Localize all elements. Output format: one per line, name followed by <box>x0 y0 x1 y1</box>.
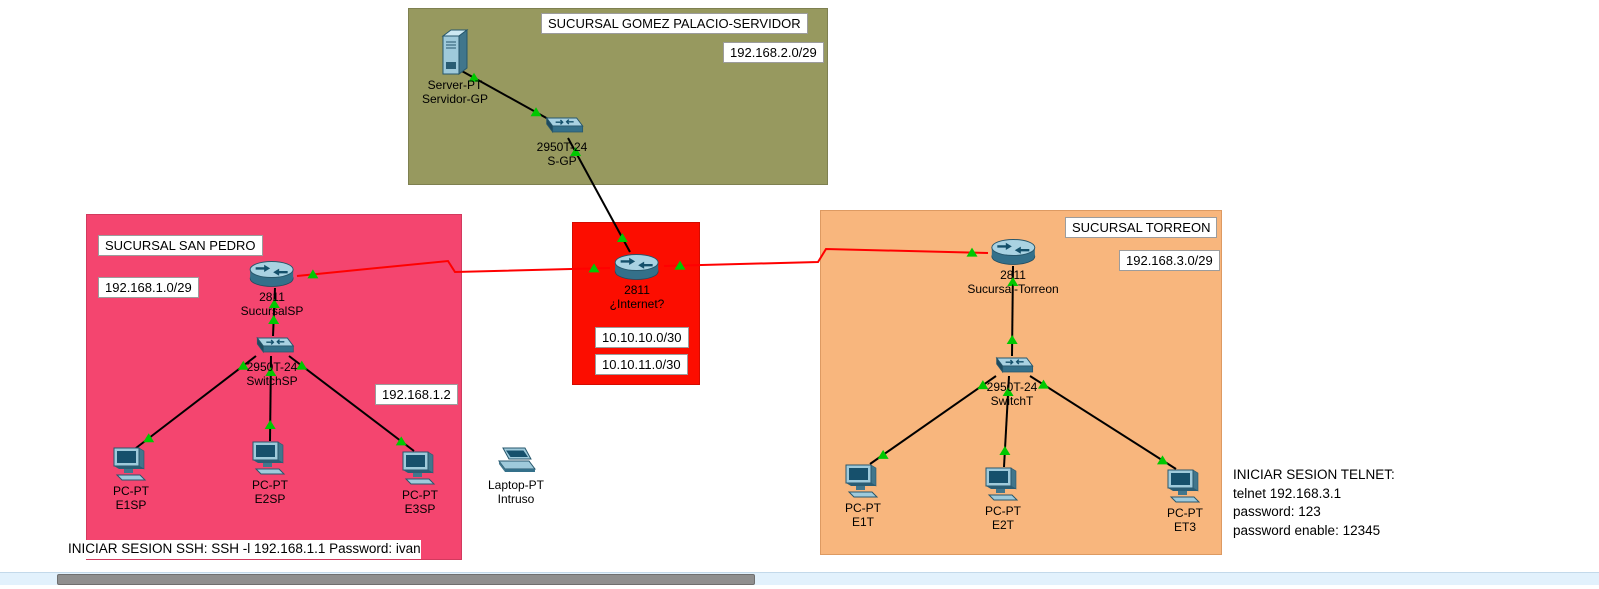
device-switch-sp[interactable]: 2950T-24 SwitchSP <box>246 336 298 388</box>
router-icon <box>249 260 295 288</box>
device-sucursal-sp[interactable]: 2811 SucursalSP <box>240 260 304 318</box>
device-intruso[interactable]: Laptop-PT Intruso <box>488 446 544 506</box>
device-name: SwitchT <box>990 394 1034 408</box>
pc-icon <box>111 446 151 482</box>
zone-subnet-san-pedro[interactable]: 192.168.1.0/29 <box>98 277 199 298</box>
device-model: 2811 <box>259 290 285 304</box>
device-name: E1SP <box>115 498 147 512</box>
host-ip-tag-san-pedro[interactable]: 192.168.1.2 <box>375 384 458 405</box>
telnet-login-note[interactable]: INICIAR SESION TELNET: telnet 192.168.3.… <box>1233 466 1395 540</box>
device-name: Sucursal-Torreon <box>967 282 1059 296</box>
zone-title-san-pedro[interactable]: SUCURSAL SAN PEDRO <box>98 235 263 256</box>
pc-icon <box>843 463 883 499</box>
device-name: E2T <box>991 518 1014 532</box>
telnet-note-line: password enable: 12345 <box>1233 522 1381 538</box>
device-name: S-GP <box>547 154 577 168</box>
device-e1sp[interactable]: PC-PT E1SP <box>111 446 151 512</box>
device-e2sp[interactable]: PC-PT E2SP <box>250 440 290 506</box>
device-s-gp[interactable]: 2950T-24 S-GP <box>536 116 588 168</box>
device-name: SucursalSP <box>240 304 304 318</box>
device-name: ET3 <box>1173 520 1196 534</box>
horizontal-scrollbar[interactable] <box>0 572 1599 585</box>
internet-subnet-b-tag[interactable]: 10.10.11.0/30 <box>595 354 688 375</box>
device-name: Servidor-GP <box>421 92 489 106</box>
device-name: E3SP <box>404 502 436 516</box>
switch-icon <box>250 336 294 358</box>
device-model: 2811 <box>1000 268 1026 282</box>
router-icon <box>990 238 1036 266</box>
device-model: PC-PT <box>985 504 1021 518</box>
internet-subnet-a-tag[interactable]: 10.10.10.0/30 <box>595 327 689 348</box>
pc-icon <box>400 450 440 486</box>
zone-title-torreon[interactable]: SUCURSAL TORREON <box>1065 217 1218 238</box>
router-icon <box>614 253 660 281</box>
server-icon <box>440 28 470 76</box>
device-model: 2950T-24 <box>246 360 298 374</box>
pc-icon <box>250 440 290 476</box>
device-model: 2950T-24 <box>536 140 588 154</box>
switch-icon <box>990 356 1034 378</box>
ssh-login-note[interactable]: INICIAR SESION SSH: SSH -l 192.168.1.1 P… <box>68 540 421 559</box>
scrollbar-thumb[interactable] <box>57 574 755 585</box>
device-model: PC-PT <box>252 478 288 492</box>
switch-icon <box>540 116 584 138</box>
device-model: Server-PT <box>427 78 483 92</box>
device-model: 2950T-24 <box>986 380 1038 394</box>
device-e1t[interactable]: PC-PT E1T <box>843 463 883 529</box>
device-sucursal-torreon[interactable]: 2811 Sucursal-Torreon <box>967 238 1059 296</box>
device-model: PC-PT <box>402 488 438 502</box>
device-servidor-gp[interactable]: Server-PT Servidor-GP <box>422 28 488 106</box>
device-name: ¿Internet? <box>609 297 665 311</box>
device-name: E2SP <box>254 492 286 506</box>
zone-subnet-torreon[interactable]: 192.168.3.0/29 <box>1119 250 1220 271</box>
pc-icon <box>1165 468 1205 504</box>
device-e2t[interactable]: PC-PT E2T <box>983 466 1023 532</box>
device-model: PC-PT <box>845 501 881 515</box>
device-name: SwitchSP <box>246 374 298 388</box>
device-name: Intruso <box>497 492 535 506</box>
device-model: PC-PT <box>1167 506 1203 520</box>
device-model: Laptop-PT <box>487 478 545 492</box>
device-et3[interactable]: PC-PT ET3 <box>1165 468 1205 534</box>
telnet-note-line: telnet 192.168.3.1 <box>1233 485 1342 501</box>
pc-icon <box>983 466 1023 502</box>
device-model: PC-PT <box>113 484 149 498</box>
laptop-icon <box>494 446 538 476</box>
device-switch-t[interactable]: 2950T-24 SwitchT <box>986 356 1038 408</box>
zone-subnet-gomez[interactable]: 192.168.2.0/29 <box>723 42 824 63</box>
device-e3sp[interactable]: PC-PT E3SP <box>400 450 440 516</box>
device-internet-router[interactable]: 2811 ¿Internet? <box>609 253 665 311</box>
telnet-note-line: password: 123 <box>1233 504 1321 519</box>
zone-title-gomez[interactable]: SUCURSAL GOMEZ PALACIO-SERVIDOR <box>541 13 808 34</box>
device-model: 2811 <box>624 283 650 297</box>
device-name: E1T <box>851 515 874 529</box>
telnet-note-title: INICIAR SESION TELNET: <box>1233 467 1395 482</box>
